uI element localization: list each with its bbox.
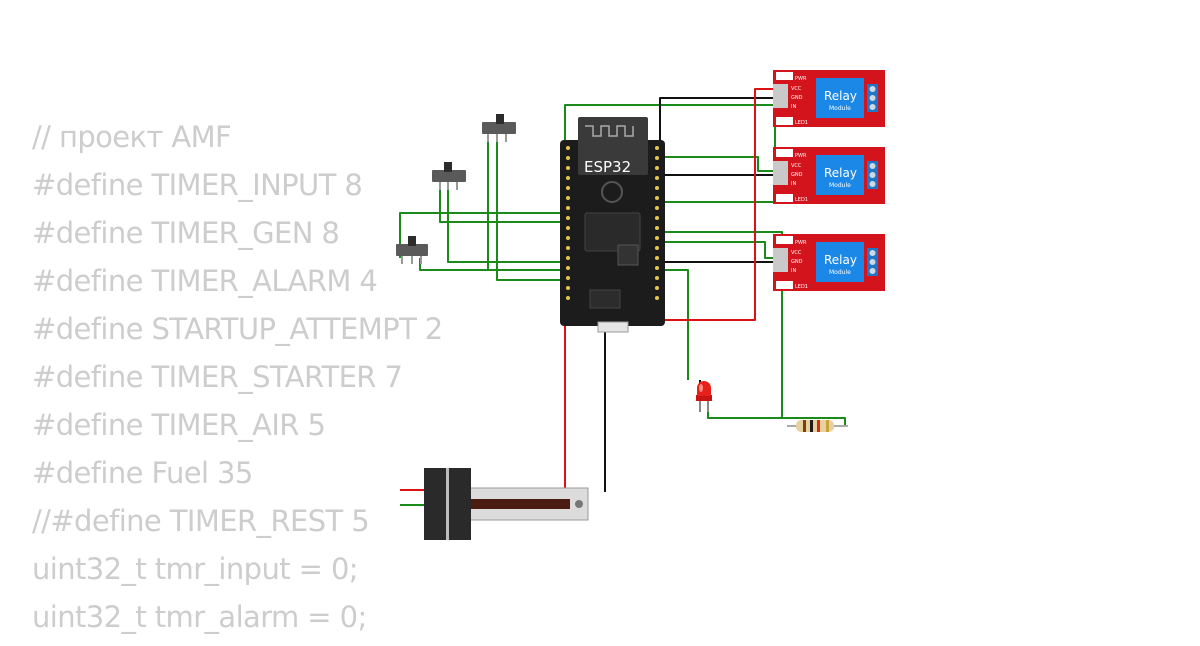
relay-title: Relay: [824, 166, 857, 180]
wire: [487, 138, 565, 271]
code-line: #define Fuel 35: [32, 456, 253, 490]
code-line: #define TIMER_STARTER 7: [32, 360, 403, 394]
relay-module[interactable]: PWR VCC GND IN LED1 Relay Module: [773, 70, 885, 127]
wire: [655, 231, 783, 418]
relay-led-led1: LED1: [795, 120, 808, 126]
relay-led-led1: LED1: [795, 284, 808, 290]
slide-switch[interactable]: [396, 236, 428, 264]
slide-switch[interactable]: [432, 162, 466, 190]
relay-pin-vcc: VCC: [791, 163, 802, 169]
esp32-board[interactable]: ESP32: [560, 117, 665, 333]
relay-led-pwr: PWR: [795, 240, 807, 246]
relay-title: Relay: [824, 253, 857, 267]
relay-pin-in: IN: [791, 268, 796, 274]
relay-module[interactable]: PWR VCC GND IN LED1 Relay Module: [773, 234, 885, 291]
relay-led-led1: LED1: [795, 197, 808, 203]
wire: [564, 104, 775, 140]
relay-pin-gnd: GND: [791, 95, 803, 101]
wire: [655, 156, 775, 172]
relay-pin-in: IN: [791, 181, 796, 187]
relay-title: Relay: [824, 89, 857, 103]
relay-pin-gnd: GND: [791, 172, 803, 178]
code-line: #define TIMER_ALARM 4: [32, 264, 378, 298]
relay-led-pwr: PWR: [795, 153, 807, 159]
relay-pin-vcc: VCC: [791, 86, 802, 92]
code-line: #define TIMER_INPUT 8: [32, 168, 363, 202]
wire: [400, 320, 566, 491]
slide-switch[interactable]: [482, 114, 516, 142]
red-led[interactable]: [696, 381, 712, 412]
relay-pin-in: IN: [791, 104, 796, 110]
wire: [439, 185, 565, 223]
relay-module[interactable]: PWR VCC GND IN LED1 Relay Module: [773, 147, 885, 204]
relay-subtitle: Module: [829, 105, 851, 112]
code-line: uint32_t tmr_alarm = 0;: [32, 600, 367, 634]
relay-led-pwr: PWR: [795, 76, 807, 82]
wire: [447, 185, 565, 263]
code-line: #define TIMER_GEN 8: [32, 216, 340, 250]
code-line: #define STARTUP_ATTEMPT 2: [32, 312, 443, 346]
wire: [655, 269, 689, 380]
wire: [419, 258, 565, 271]
wire: [496, 138, 565, 281]
code-line: //#define TIMER_REST 5: [32, 504, 370, 538]
wire: [578, 88, 775, 321]
code-listing: // проект AMF #define TIMER_INPUT 8 #defin…: [32, 118, 443, 646]
code-line: #define TIMER_AIR 5: [32, 408, 326, 442]
wire: [655, 241, 775, 259]
relay-pin-gnd: GND: [791, 259, 803, 265]
code-line: uint32_t tmr_input = 0;: [32, 552, 359, 586]
esp32-label: ESP32: [584, 158, 631, 176]
slide-potentiometer[interactable]: [424, 468, 589, 540]
circuit-diagram: ESP32 PWR VCC GND IN LED1 Relay Module P…: [396, 70, 885, 540]
wire: [399, 212, 565, 258]
relay-subtitle: Module: [829, 269, 851, 276]
resistor[interactable]: [787, 420, 848, 432]
relay-subtitle: Module: [829, 182, 851, 189]
wire: [655, 95, 776, 203]
wire: [659, 97, 775, 140]
relay-pin-vcc: VCC: [791, 250, 802, 256]
code-line: // проект AMF: [32, 120, 232, 154]
